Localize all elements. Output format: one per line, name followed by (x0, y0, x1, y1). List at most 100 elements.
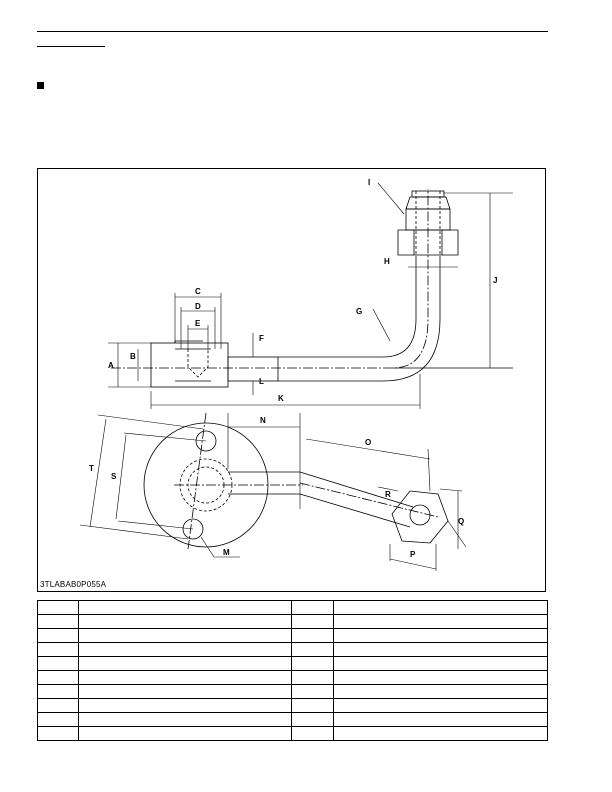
label-p: P (410, 550, 416, 559)
label-b: B (130, 352, 136, 361)
label-e: E (195, 319, 201, 328)
table-cell (37, 726, 79, 741)
table-cell (291, 698, 334, 713)
table-row (37, 656, 548, 671)
table-cell (78, 628, 292, 643)
label-i: I (368, 178, 370, 187)
table-cell (333, 670, 548, 685)
fitting-bore (415, 191, 441, 256)
table-cell (291, 684, 334, 699)
table-cell (37, 614, 79, 629)
table-cell (37, 684, 79, 699)
table-cell (78, 712, 292, 727)
pipe-top-view (143, 412, 449, 550)
bullet-square-icon (37, 82, 44, 89)
figure-code: 3TLABAB0P055A (40, 580, 107, 589)
table-cell (291, 712, 334, 727)
table-cell (37, 642, 79, 657)
fitting-hole (409, 504, 431, 526)
table-cell (333, 726, 548, 741)
table-cell (333, 656, 548, 671)
table-row (37, 642, 548, 657)
dimension-labels: A B C D E F G H I J K L M N O P Q R S T (89, 178, 497, 559)
pipe-edge-2 (299, 471, 414, 528)
table-row (37, 712, 548, 727)
flange-axis (187, 412, 207, 550)
spec-table-body (37, 600, 548, 741)
label-a: A (108, 361, 114, 370)
table-cell (333, 614, 548, 629)
pipe-drawing: A B C D E F G H I J K L M N O P Q R S T (79, 178, 513, 571)
label-l: L (259, 377, 264, 386)
pipe-collar (227, 356, 279, 382)
table-cell (333, 698, 548, 713)
table-cell (291, 656, 334, 671)
table-cell (291, 670, 334, 685)
label-m: M (223, 548, 230, 557)
pipe-centerline (111, 189, 429, 369)
table-cell (78, 684, 292, 699)
fitting-tip (411, 190, 445, 198)
table-cell (78, 614, 292, 629)
table-cell (333, 642, 548, 657)
label-n: N (260, 416, 266, 425)
bolt-hole-bottom (182, 518, 204, 540)
table-cell (78, 698, 292, 713)
pipe-bend-outer (382, 256, 441, 382)
upper-dimensions (108, 182, 513, 409)
table-cell (37, 656, 79, 671)
section-title-underline (37, 46, 105, 47)
pipe-side-view (111, 189, 513, 388)
label-g: G (356, 307, 362, 316)
label-c: C (195, 287, 201, 296)
label-o: O (365, 438, 371, 447)
table-cell (37, 712, 79, 727)
label-d: D (195, 302, 201, 311)
table-cell (291, 628, 334, 643)
table-cell (78, 726, 292, 741)
table-cell (78, 656, 292, 671)
table-cell (291, 642, 334, 657)
label-j: J (493, 276, 497, 285)
hex-nut-flats (413, 230, 443, 255)
label-q: Q (458, 517, 464, 526)
table-row (37, 726, 548, 741)
table-row (37, 684, 548, 699)
spec-table (37, 600, 548, 741)
table-cell (78, 670, 292, 685)
table-cell (333, 600, 548, 615)
table-cell (37, 670, 79, 685)
label-h: H (384, 257, 390, 266)
bolt-hole-top (195, 430, 217, 452)
socket-lines (175, 348, 211, 382)
label-f: F (259, 334, 264, 343)
lower-dimensions (79, 413, 467, 571)
table-cell (37, 698, 79, 713)
table-cell (291, 600, 334, 615)
label-t: T (89, 464, 94, 473)
table-cell (333, 712, 548, 727)
table-cell (37, 628, 79, 643)
table-cell (78, 600, 292, 615)
table-cell (37, 600, 79, 615)
drill-tip (187, 349, 209, 378)
table-cell (333, 684, 548, 699)
table-row (37, 670, 548, 685)
pipe-bend-inner (382, 256, 417, 358)
pipe-axis-2 (299, 482, 439, 518)
table-cell (291, 726, 334, 741)
pipe-dimension-figure: A B C D E F G H I J K L M N O P Q R S T … (37, 168, 546, 592)
header-rule (37, 31, 548, 32)
label-r: R (385, 490, 391, 499)
table-row (37, 628, 548, 643)
table-cell (291, 614, 334, 629)
flange-body (150, 342, 229, 388)
hex-fitting (391, 490, 449, 544)
table-cell (333, 628, 548, 643)
table-row (37, 600, 548, 615)
label-k: K (278, 394, 284, 403)
table-cell (78, 642, 292, 657)
label-s: S (111, 472, 117, 481)
table-row (37, 698, 548, 713)
table-row (37, 614, 548, 629)
